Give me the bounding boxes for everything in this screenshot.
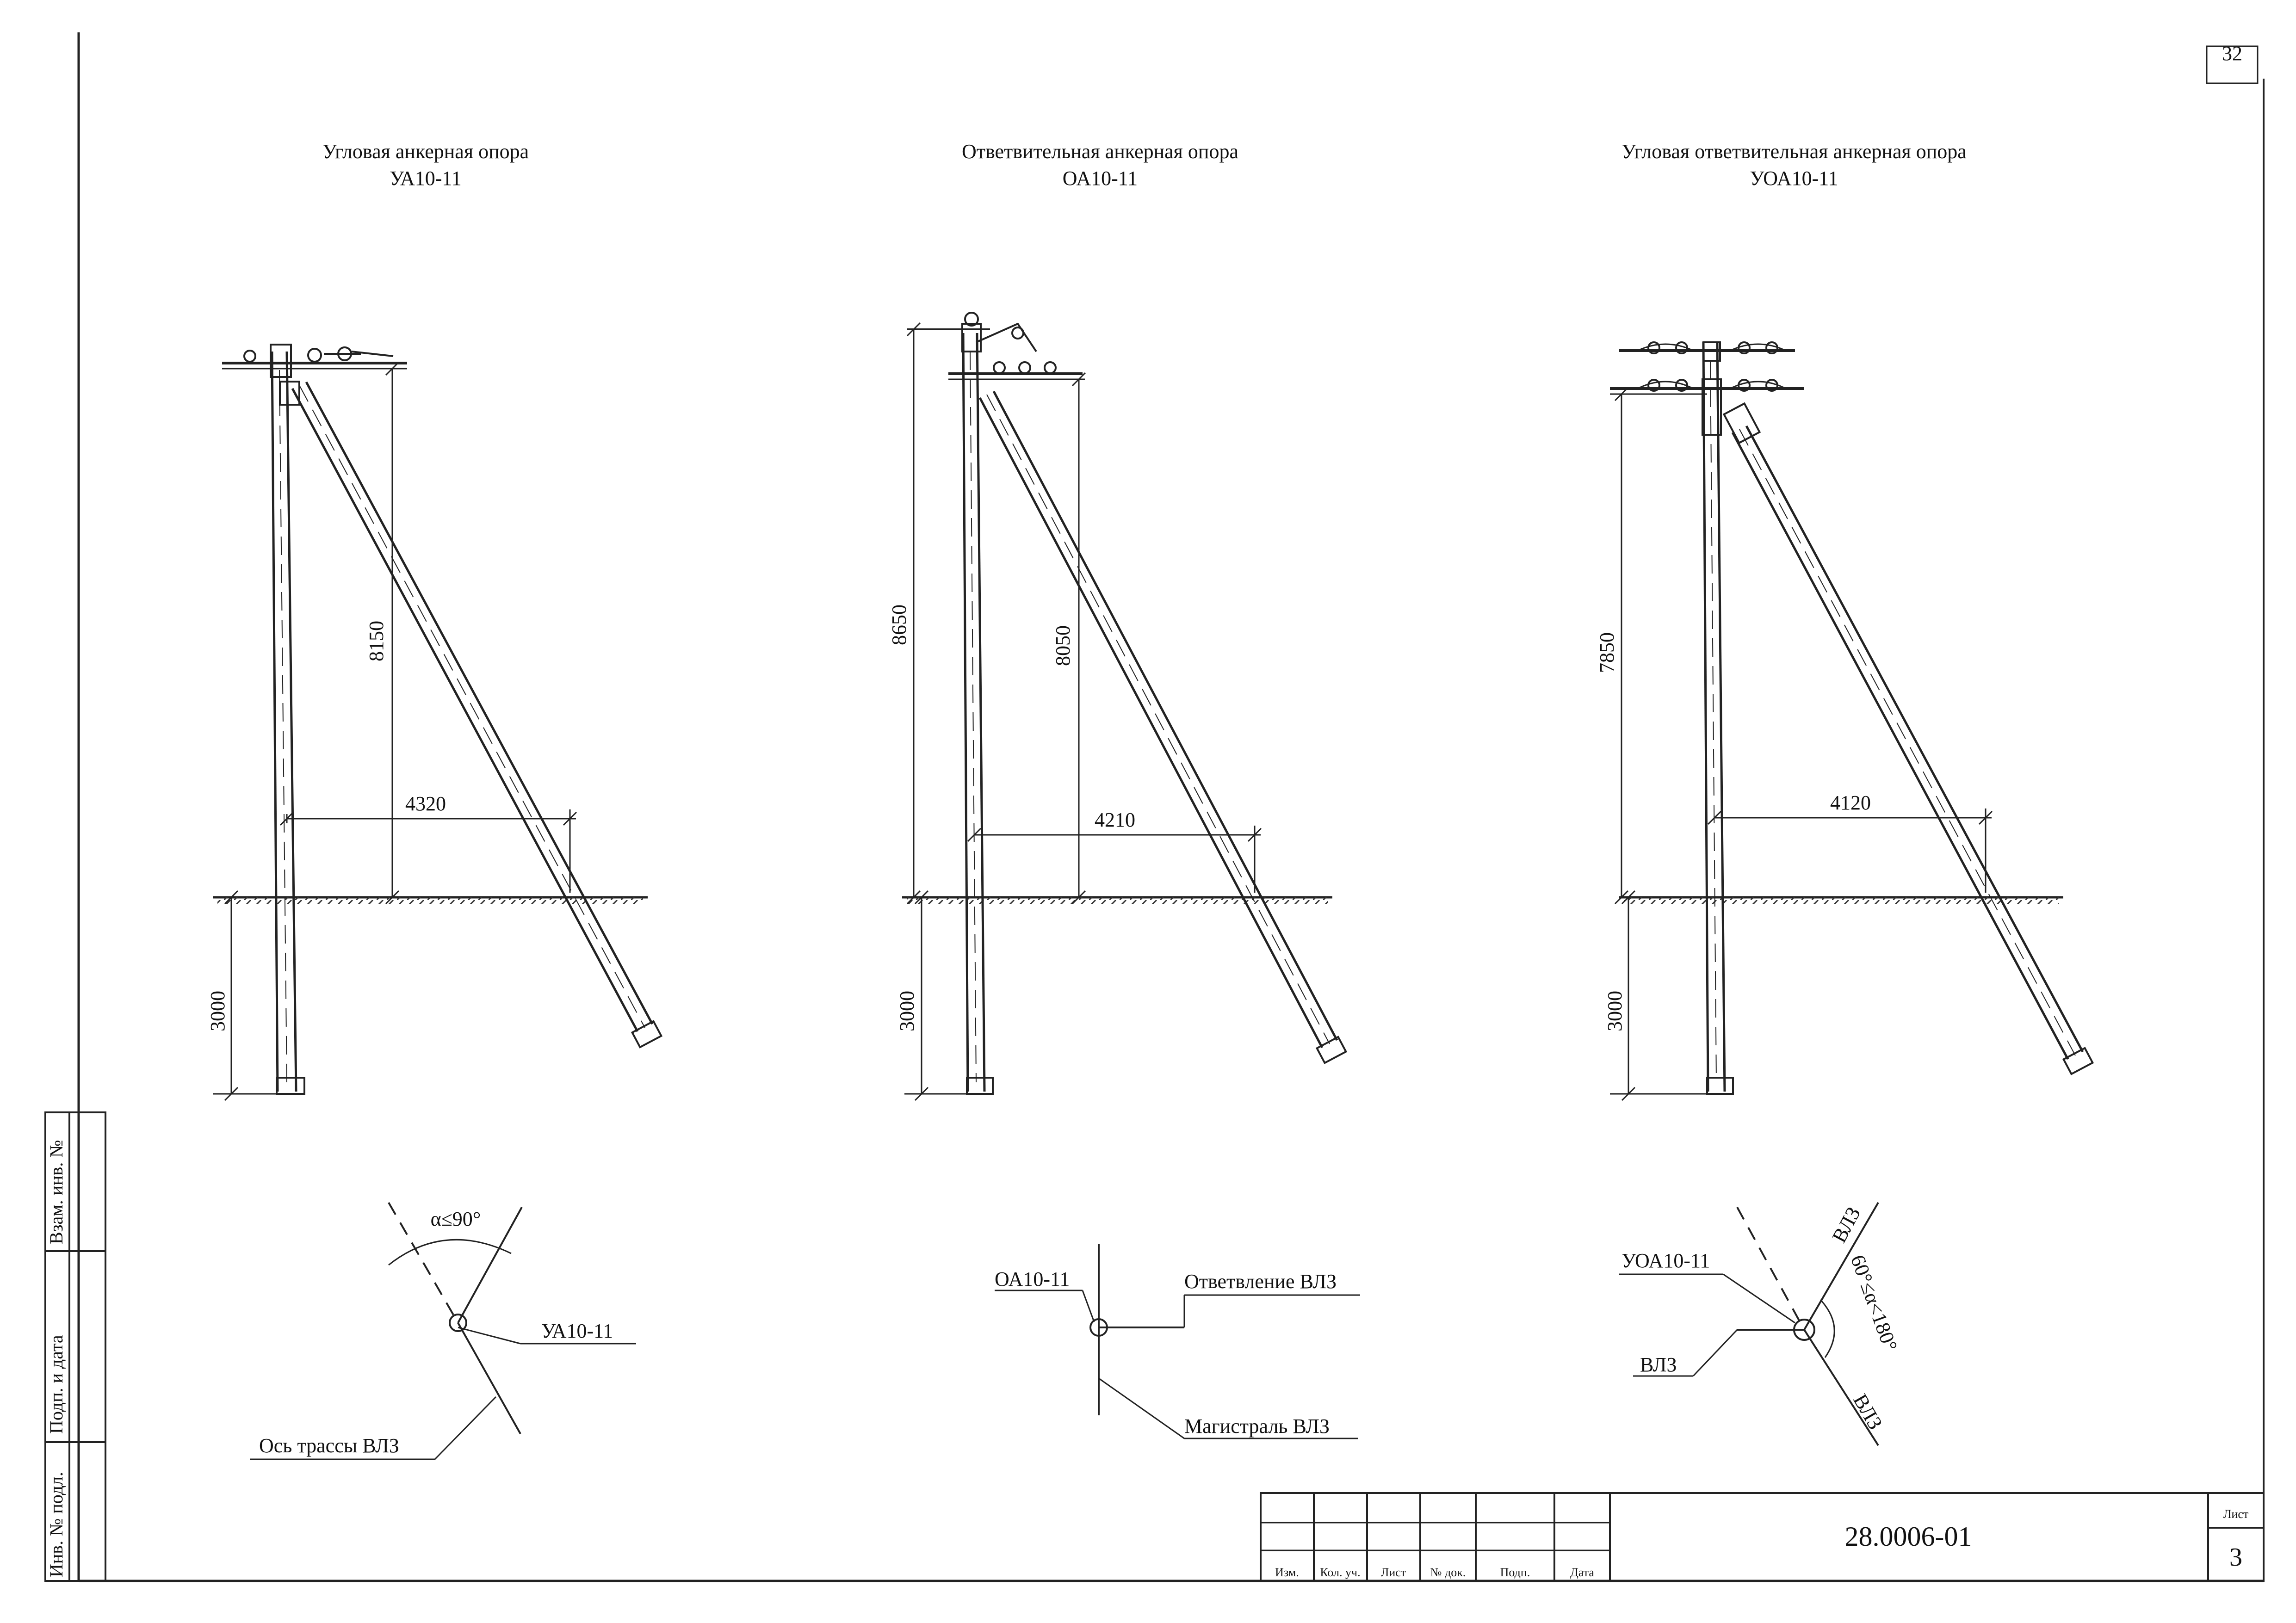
support-3-dim-depth: 3000 <box>1603 991 1626 1031</box>
plan-3-support-label: УОА10-11 <box>1621 1249 1710 1272</box>
plan-3-line-top: ВЛЗ <box>1828 1203 1865 1246</box>
sheet-label: Лист <box>2223 1507 2248 1521</box>
title-block-col-docnum: № док. <box>1430 1566 1466 1579</box>
plan-3-diagram <box>1619 1202 1879 1446</box>
title-block-col-izm: Изм. <box>1275 1566 1299 1579</box>
support-3-elevation <box>1610 341 2094 1095</box>
support-1-dim-spread: 4320 <box>405 792 446 815</box>
support-3-title: Угловая ответвительная анкерная опора <box>1621 140 1967 163</box>
plan-3-angle: 60°≤α<180° <box>1846 1252 1902 1354</box>
support-1-title: Угловая анкерная опора <box>322 140 529 163</box>
sheet-number: 3 <box>2229 1543 2242 1572</box>
plan-2-support-icon <box>1089 1318 1108 1337</box>
support-2-title: Ответвительная анкерная опора <box>962 140 1238 163</box>
plan-2-diagram <box>995 1244 1360 1439</box>
plan-2-support-label: ОА10-11 <box>995 1268 1070 1290</box>
title-block-col-data: Дата <box>1570 1566 1594 1579</box>
plan-1-diagram <box>250 1202 636 1460</box>
side-stamp <box>44 1111 106 1582</box>
plan-1-support-icon <box>449 1314 467 1332</box>
support-1-dimensions <box>213 361 577 1101</box>
title-block <box>1260 1492 2265 1582</box>
support-2-elevation <box>902 312 1348 1095</box>
support-2-dim-spread: 4210 <box>1095 808 1135 831</box>
plan-1-axis-label: Ось трассы ВЛЗ <box>259 1434 399 1457</box>
support-2-dim-height-brace: 8050 <box>1052 625 1074 666</box>
support-2-code: ОА10-11 <box>1063 167 1138 190</box>
support-3-dimensions <box>1610 387 1993 1101</box>
support-2-dimensions <box>904 322 1262 1101</box>
support-1-dim-height: 8150 <box>365 621 388 661</box>
title-block-col-list: Лист <box>1381 1566 1406 1579</box>
side-stamp-replaced: Взам. инв. № <box>46 1140 67 1244</box>
plan-3-line-bottom: ВЛЗ <box>1849 1390 1887 1433</box>
support-2-dim-depth: 3000 <box>896 991 918 1031</box>
plan-3-support-icon <box>1793 1319 1815 1341</box>
document-code: 28.0006-01 <box>1845 1521 1972 1552</box>
corner-number: 32 <box>2222 42 2242 65</box>
side-stamp-inventory: Инв. № подл. <box>46 1472 67 1577</box>
support-1-elevation <box>213 344 663 1095</box>
support-2-dim-height-total: 8650 <box>888 605 910 645</box>
support-3-dim-height-total: 7850 <box>1596 632 1618 673</box>
side-stamp-signature: Подп. и дата <box>46 1335 67 1434</box>
support-1-dim-depth: 3000 <box>206 991 229 1031</box>
plan-3-line-left: ВЛЗ <box>1640 1353 1677 1376</box>
plan-2-branch-label: Ответвление ВЛЗ <box>1184 1270 1337 1293</box>
plan-2-main-label: Магистраль ВЛЗ <box>1184 1415 1330 1438</box>
title-block-col-podp: Подп. <box>1500 1566 1530 1579</box>
title-block-col-kolvo: Кол. уч. <box>1320 1566 1360 1579</box>
support-3-code: УОА10-11 <box>1750 167 1838 190</box>
plan-1-support-label: УА10-11 <box>541 1320 613 1342</box>
support-1-code: УА10-11 <box>390 167 462 190</box>
support-3-dim-spread: 4120 <box>1830 791 1871 814</box>
plan-1-angle: α≤90° <box>431 1208 481 1230</box>
